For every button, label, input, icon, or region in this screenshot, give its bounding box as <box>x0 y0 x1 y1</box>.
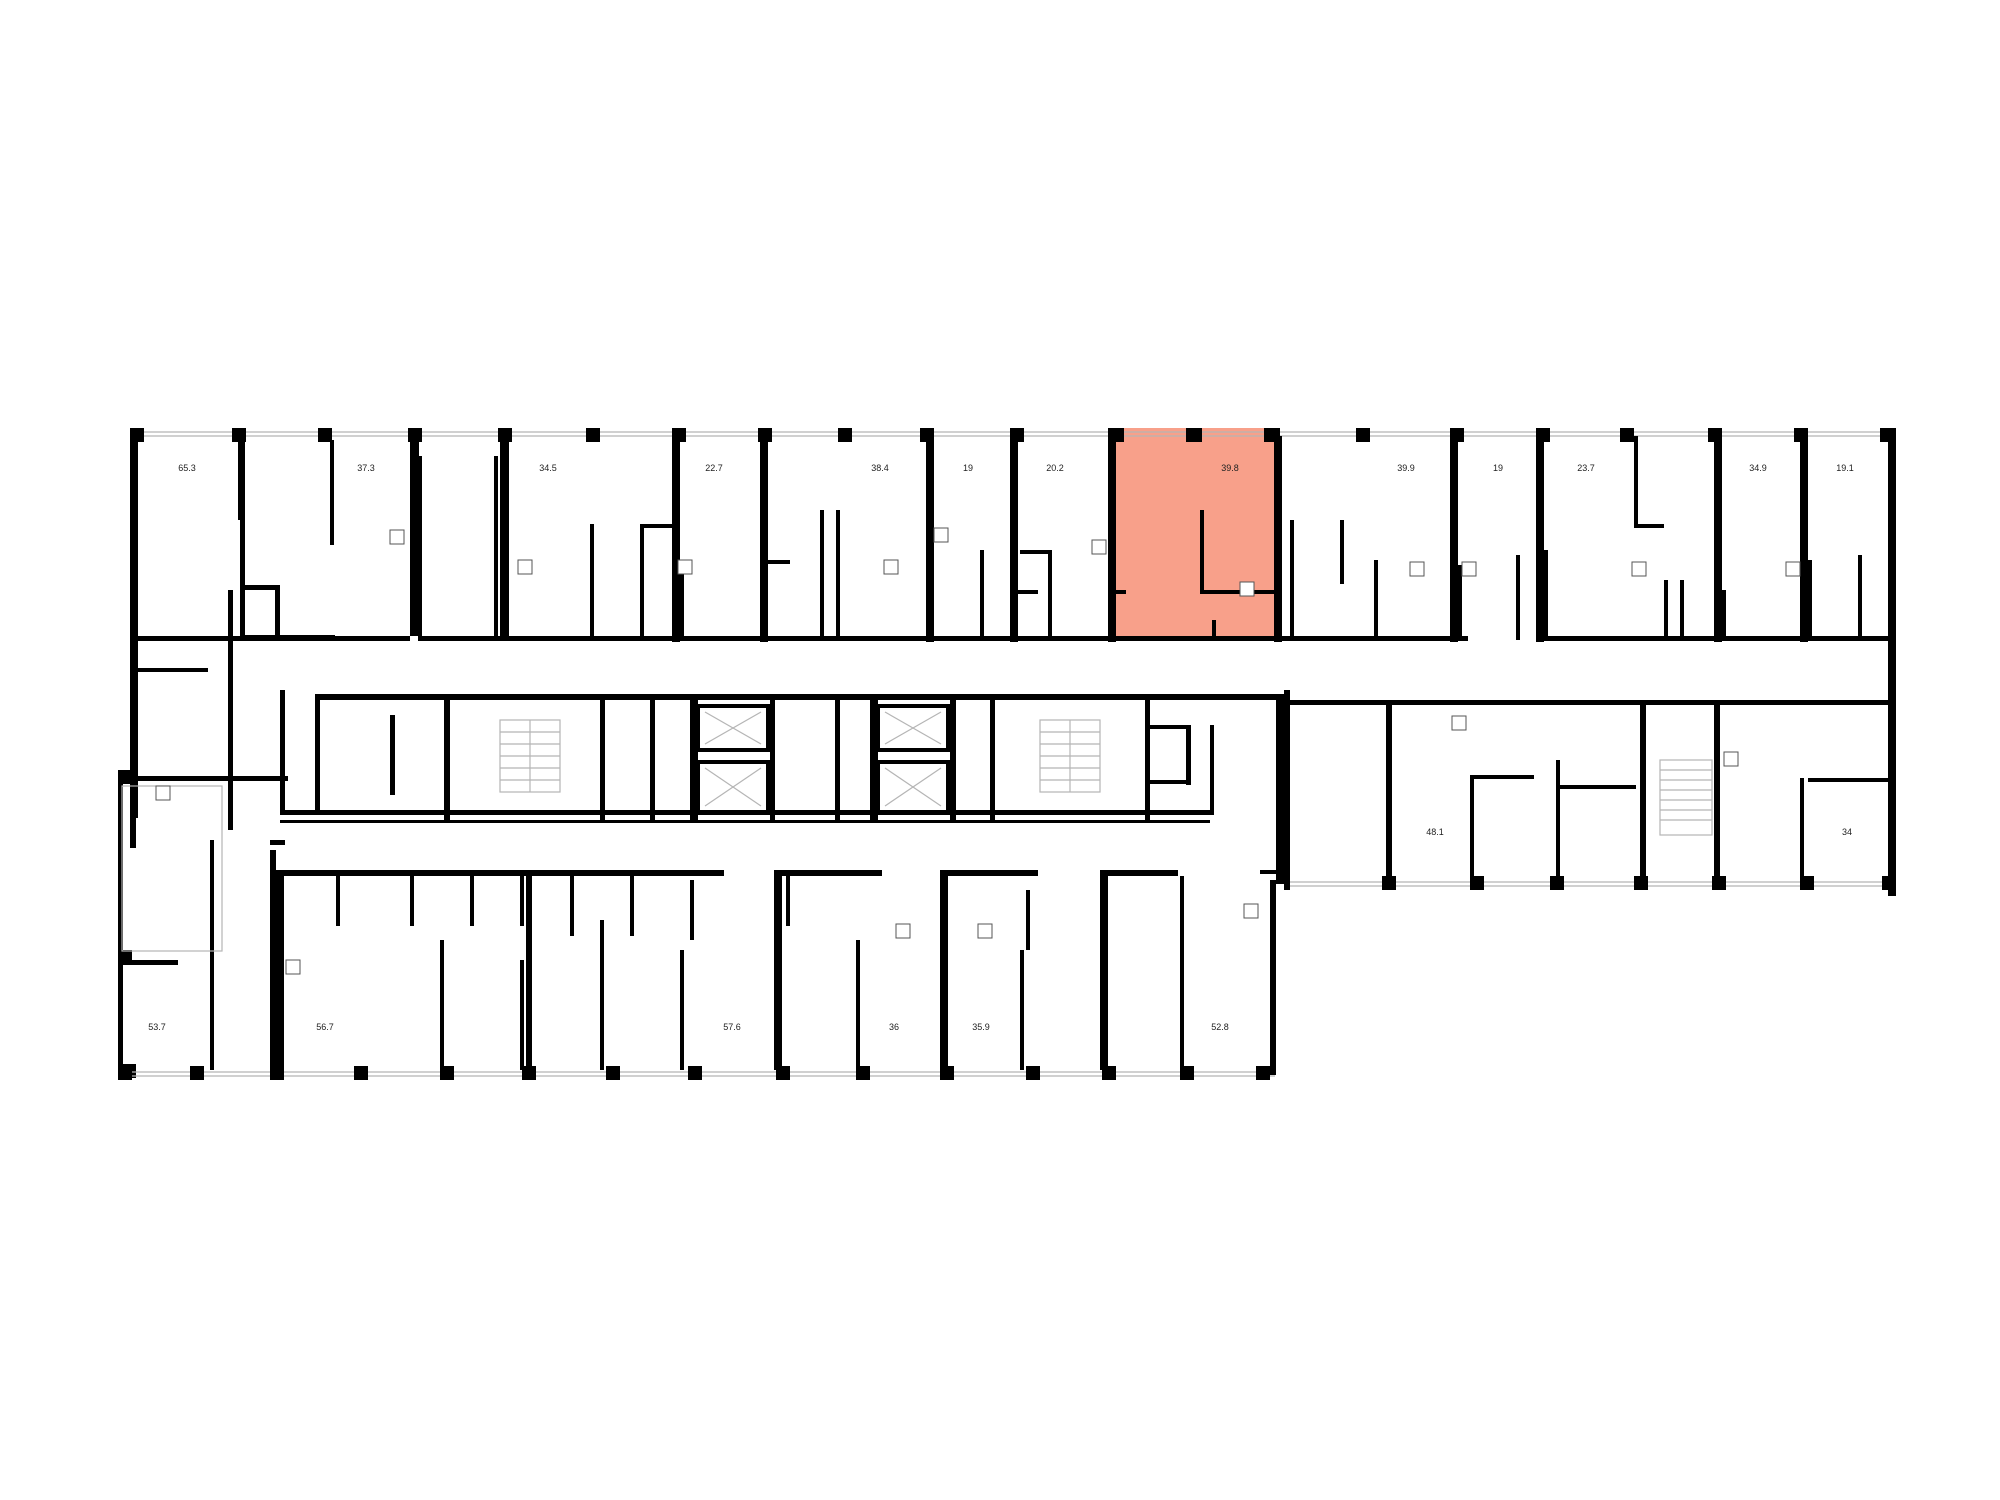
unit-u10[interactable] <box>1458 440 1536 630</box>
unit-u02[interactable] <box>245 440 410 630</box>
unit-u16[interactable] <box>122 965 210 1065</box>
south-partitions <box>276 870 1280 1075</box>
corridor-walls <box>138 636 1888 884</box>
unit-u12[interactable] <box>1638 440 1714 630</box>
unit-u04[interactable] <box>594 440 672 630</box>
unit-label-u10: 19 <box>1493 463 1503 473</box>
unit-label-u07: 20.2 <box>1046 463 1064 473</box>
unit-label-u15: 34 <box>1842 827 1852 837</box>
unit-label-u06: 19 <box>963 463 973 473</box>
unit-label-u17: 56.7 <box>316 1022 334 1032</box>
unit-u19[interactable] <box>860 950 938 1065</box>
east-wing <box>1284 690 1896 890</box>
unit-u21[interactable] <box>1184 900 1270 1065</box>
unit-label-u16: 53.7 <box>148 1022 166 1032</box>
unit-label-u08: 39.8 <box>1221 463 1239 473</box>
unit-label-u19: 36 <box>889 1022 899 1032</box>
unit-label-u02: 37.3 <box>357 463 375 473</box>
unit-u17[interactable] <box>284 930 434 1065</box>
core <box>280 700 1214 823</box>
selected-unit-highlight <box>1110 428 1278 638</box>
unit-label-u04: 22.7 <box>705 463 723 473</box>
unit-hit-areas <box>122 440 1888 1065</box>
unit-u06[interactable] <box>934 440 1010 630</box>
unit-label-u11: 23.7 <box>1577 463 1595 473</box>
unit-u20[interactable] <box>948 950 1022 1065</box>
unit-label-u21: 52.8 <box>1211 1022 1229 1032</box>
unit-u08[interactable] <box>1110 440 1276 630</box>
unit-label-u01: 65.3 <box>178 463 196 473</box>
unit-u13[interactable] <box>1808 440 1888 630</box>
unit-u03[interactable] <box>509 440 589 630</box>
unit-label-u20: 35.9 <box>972 1022 990 1032</box>
unit-u07[interactable] <box>1018 440 1108 630</box>
unit-label-u03: 34.5 <box>539 463 557 473</box>
unit-label-u05: 38.4 <box>871 463 889 473</box>
unit-u01[interactable] <box>138 440 238 630</box>
unit-label-u13: 19.1 <box>1836 463 1854 473</box>
unit-label-u12: 34.9 <box>1749 463 1767 473</box>
unit-u11[interactable] <box>1544 440 1634 630</box>
unit-u05[interactable] <box>770 440 926 630</box>
unit-u18[interactable] <box>610 930 770 1065</box>
unit-u15[interactable] <box>1804 706 1888 876</box>
unit-label-u18: 57.6 <box>723 1022 741 1032</box>
fixtures <box>155 527 1801 975</box>
unit-label-u09: 39.9 <box>1397 463 1415 473</box>
unit-label-u14: 48.1 <box>1426 827 1444 837</box>
unit-u09[interactable] <box>1282 440 1450 630</box>
unit-u14[interactable] <box>1392 706 1552 876</box>
unit-labels: 65.3 37.3 34.5 22.7 38.4 19 20.2 39.8 39… <box>148 463 1854 1032</box>
